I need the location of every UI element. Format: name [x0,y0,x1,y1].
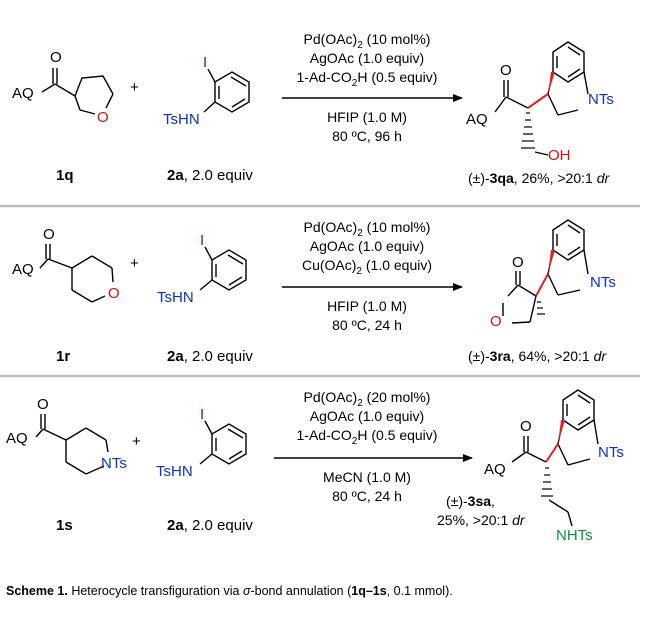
condition-temp-time: 80 ºC, 96 h [332,128,402,144]
product-nts: NTs [588,91,614,108]
product-new-bond-wedge [548,72,555,94]
scheme-caption: Scheme 1. Heterocycle transfiguration vi… [6,583,646,600]
substrate-1q-structure [41,68,114,115]
row-1r: O AQ O 1r + I TsHN 2a, 2.0 equiv Pd(OAc)… [12,219,616,365]
substrate-id: 1q [56,167,74,184]
reagent-2a-structure [199,420,247,465]
reagent-caption: 2a, 2.0 equiv [167,348,253,365]
caption-range: 1q–1s [351,584,387,598]
product-aq: AQ [466,111,488,128]
caption-text: Heterocycle transfiguration via [67,584,243,598]
reagent-tshn: TsHN [157,289,194,306]
reagent-caption: 2a, 2.0 equiv [167,517,253,534]
plus-sign: + [130,255,139,272]
condition-catalyst: Pd(OAc)2 (20 mol%) [304,389,431,409]
condition-catalyst: Pd(OAc)2 (10 mol%) [304,31,431,51]
caption-text: -bond annulation ( [250,584,352,598]
product-nhts: NHTs [556,527,593,544]
substrate-ring-heteroatom: NTs [101,455,127,472]
reagent-iodo: I [203,54,207,71]
substrate-aq: AQ [12,261,34,278]
reagent-iodo: I [200,232,204,249]
row-1q: O AQ O 1q + I TsHN 2a, 2.0 equiv Pd(OAc)… [12,31,614,186]
product-3ra-structure [502,219,589,324]
condition-oxidant: AgOAc (1.0 equiv) [310,408,424,424]
substrate-ring-heteroatom: O [97,109,109,126]
product-carbonyl-o: O [520,418,532,435]
substrate-carbonyl-o: O [43,226,55,243]
caption-text: , 0.1 mmol). [386,584,453,598]
reagent-2a-structure [203,68,250,113]
product-stereo-hash [541,467,553,497]
plus-sign: + [130,79,139,96]
substrate-carbonyl-o: O [37,396,49,413]
reagent-2a-structure [199,246,247,291]
product-new-bond-wedge [558,420,565,444]
product-caption: (±)-3ra, 64%, >20:1 dr [468,348,607,364]
condition-solvent: MeCN (1.0 M) [323,469,411,485]
reagent-tshn: TsHN [156,463,193,480]
product-yield-line: 25%, >20:1 dr [437,512,526,528]
reaction-scheme: O AQ O 1q + I TsHN 2a, 2.0 equiv Pd(OAc)… [0,31,640,544]
caption-sigma: σ [242,584,251,598]
condition-catalyst: Pd(OAc)2 (10 mol%) [304,219,431,239]
substrate-1r-structure [39,244,114,303]
reagent-tshn: TsHN [163,111,200,128]
product-caption: (±)-3sa, [446,493,495,509]
reagent-caption: 2a, 2.0 equiv [167,167,253,184]
condition-temp-time: 80 ºC, 24 h [332,488,402,504]
row-1s: O AQ NTs 1s + I TsHN 2a, 2.0 equiv Pd(OA… [6,389,624,544]
product-aq: AQ [484,461,506,478]
product-oh: OH [548,147,571,164]
product-stereo-hash [521,112,535,149]
condition-oxidant: AgOAc (1.0 equiv) [310,50,424,66]
substrate-id: 1r [56,348,70,365]
condition-solvent: HFIP (1.0 M) [327,298,407,314]
product-3sa-structure [511,389,599,527]
condition-additive: 1-Ad-CO2H (0.5 equiv) [297,69,438,89]
substrate-1s-structure [35,414,109,475]
condition-additive: 1-Ad-CO2H (0.5 equiv) [297,427,438,447]
substrate-ring-heteroatom: O [108,285,120,302]
product-nts: NTs [598,444,624,461]
condition-additive: Cu(OAc)2 (1.0 equiv) [302,257,432,277]
product-carbonyl-o: O [512,254,524,271]
product-stereo-hash [537,301,545,315]
product-ring-o: O [490,313,502,330]
reagent-iodo: I [200,406,204,423]
product-new-bond-wedge [548,250,555,274]
product-nts: NTs [590,274,616,291]
condition-solvent: HFIP (1.0 M) [327,109,407,125]
substrate-carbonyl-o: O [50,49,62,66]
product-3qa-structure [494,41,589,156]
plus-sign: + [132,433,141,450]
product-caption: (±)-3qa, 26%, >20:1 dr [468,170,610,186]
condition-temp-time: 80 ºC, 24 h [332,317,402,333]
substrate-aq: AQ [12,85,34,102]
caption-label: Scheme 1. [6,584,68,598]
substrate-aq: AQ [6,430,28,447]
condition-oxidant: AgOAc (1.0 equiv) [310,238,424,254]
substrate-id: 1s [56,517,73,534]
product-carbonyl-o: O [500,62,512,79]
